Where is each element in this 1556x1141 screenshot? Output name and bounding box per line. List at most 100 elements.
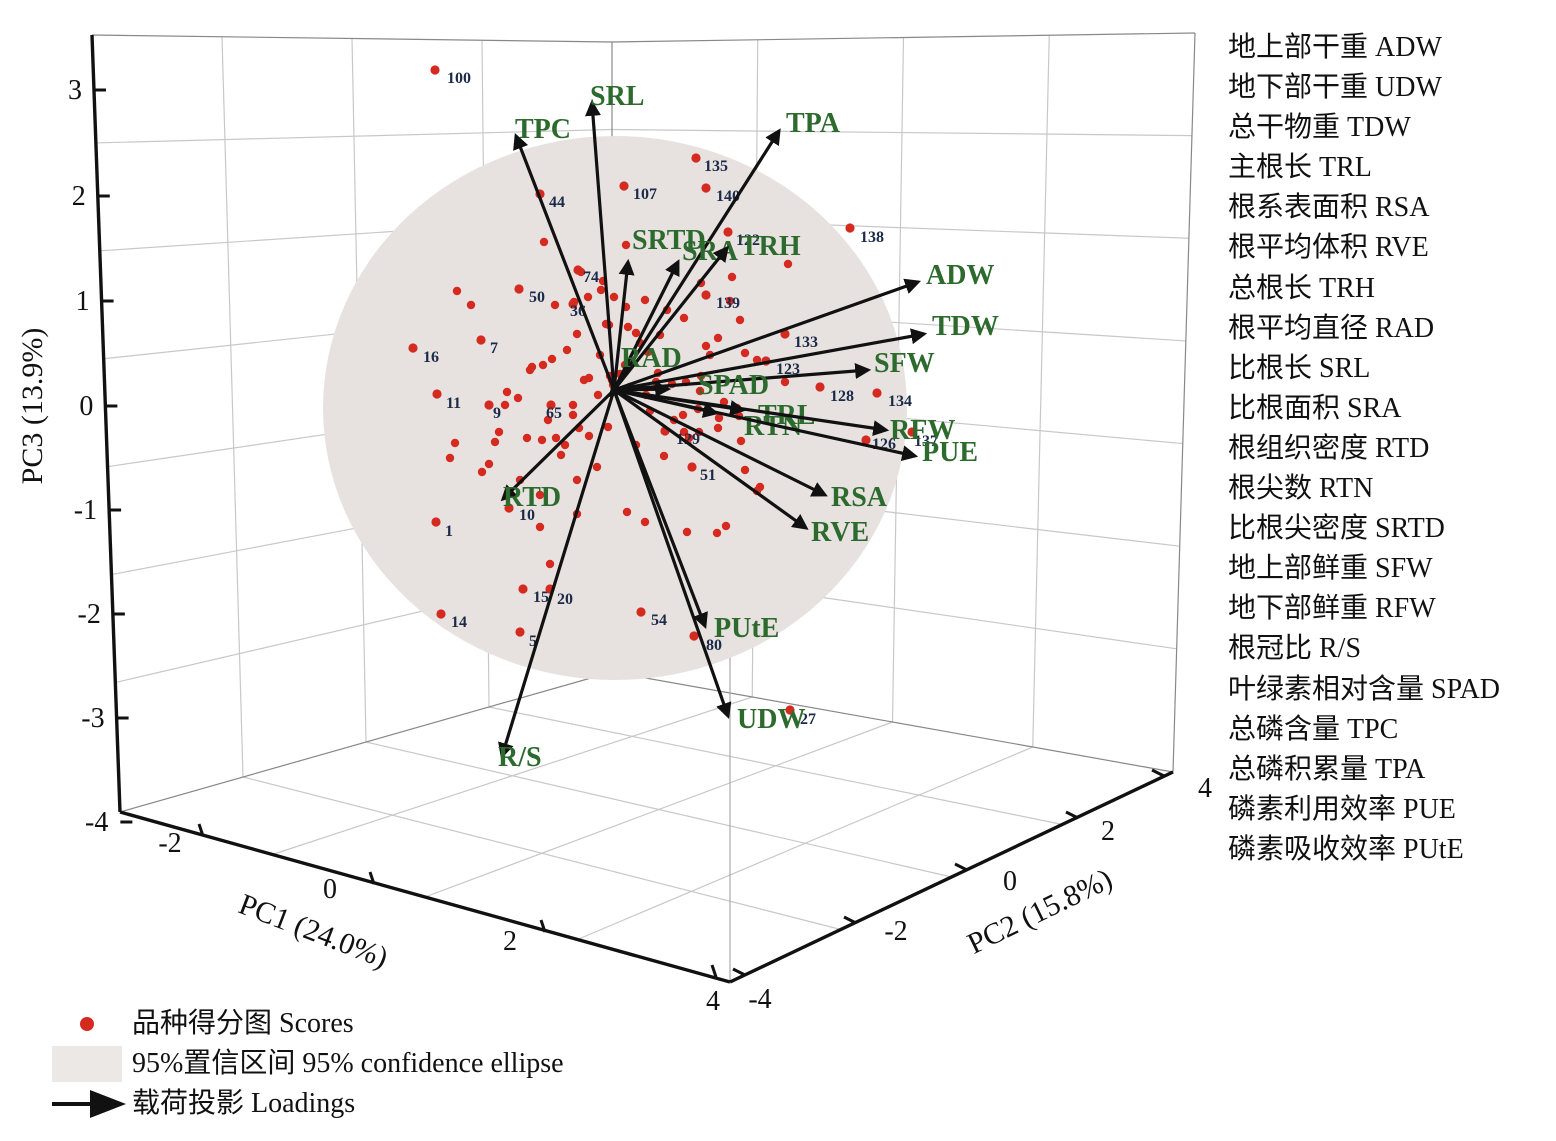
legend-item: 根系表面积 RSA: [1228, 192, 1430, 224]
loading-arrow: [612, 245, 729, 391]
loading-label: PUE: [922, 437, 978, 468]
score-label: 15: [533, 589, 549, 606]
score-point: [623, 322, 633, 332]
legend-item: 比根面积 SRA: [1228, 392, 1402, 424]
score-point: [592, 462, 602, 472]
loading-arrow: [513, 133, 616, 391]
loading-label: ADW: [926, 260, 994, 291]
score-point: [695, 386, 705, 396]
score-label: 20: [557, 591, 573, 608]
loading-label: TRH: [740, 231, 801, 262]
loading-arrow: [613, 388, 919, 462]
score-point: [593, 390, 603, 400]
legend-ellipse-label: 95%置信区间 95% confidence ellipse: [132, 1048, 564, 1079]
score-point: [535, 490, 545, 500]
z-tick-label: 3: [68, 75, 82, 106]
loading-label: RFW: [890, 415, 955, 446]
score-point: [712, 528, 722, 538]
legend-item: 总磷含量 TPC: [1228, 713, 1399, 745]
score-label: 139: [716, 295, 740, 312]
loading-arrow: [612, 389, 732, 720]
score-point: [727, 272, 737, 282]
legend-item: 比根长 SRL: [1228, 352, 1371, 384]
score-point: [725, 296, 735, 306]
loading-arrow: [613, 328, 928, 392]
z-axis-title: PC3 (13.9%): [16, 328, 49, 485]
z-tick-label: -3: [81, 703, 104, 734]
score-point: [783, 259, 793, 269]
score-point: [504, 503, 514, 513]
score-point: [515, 627, 525, 637]
score-label: 74: [583, 269, 599, 286]
loading-arrow: [613, 388, 890, 437]
score-point: [431, 517, 441, 527]
score-point: [691, 153, 701, 163]
loading-arrow: [612, 258, 635, 391]
score-point: [476, 335, 486, 345]
loading-label: PUtE: [714, 613, 779, 644]
score-point: [500, 400, 510, 410]
legend-item: 叶绿素相对含量 SPAD: [1228, 673, 1501, 705]
score-point: [701, 290, 711, 300]
loading-label: SFW: [874, 348, 935, 379]
y-tick-label: 0: [1003, 866, 1017, 897]
score-point: [550, 300, 560, 310]
score-dot-icon: [80, 1017, 94, 1031]
score-point: [514, 284, 524, 294]
score-point: [721, 521, 731, 531]
score-point: [490, 437, 500, 447]
score-point: [701, 341, 711, 351]
score-point: [562, 345, 572, 355]
legend-item: 地上部鲜重 SFW: [1228, 553, 1433, 585]
y-axis-title: PC2 (15.8%): [962, 862, 1117, 960]
y-tick-label: 2: [1101, 816, 1115, 847]
score-label: 27: [800, 711, 816, 728]
arrow-icon: [52, 1090, 126, 1118]
score-point: [907, 427, 917, 437]
loading-arrow: [500, 388, 616, 502]
y-tick: [954, 862, 968, 872]
score-label: 129: [676, 431, 700, 448]
score-label: 54: [651, 612, 667, 629]
score-point: [631, 328, 641, 338]
score-point: [845, 223, 855, 233]
x-tick-label: 0: [323, 874, 337, 905]
legend-item: 总干物重 TDW: [1228, 112, 1411, 144]
legend-item: 磷素利用效率 PUE: [1228, 793, 1456, 825]
legend-loadings-label: 载荷投影 Loadings: [132, 1088, 356, 1119]
score-point: [518, 584, 528, 594]
score-label: 7: [490, 340, 498, 357]
score-point: [502, 387, 512, 397]
score-point: [679, 313, 689, 323]
z-tick-label: -2: [78, 599, 101, 630]
score-point: [678, 410, 688, 420]
score-label: 100: [447, 70, 471, 87]
score-point: [560, 440, 570, 450]
loading-label: RSA: [831, 482, 888, 513]
score-point: [735, 315, 745, 325]
score-point: [785, 705, 795, 715]
score-point: [538, 360, 548, 370]
score-point: [484, 400, 494, 410]
x-tick-label: 2: [503, 926, 517, 957]
score-point: [584, 373, 594, 383]
score-point: [719, 397, 729, 407]
score-point: [535, 522, 545, 532]
score-label: 9: [493, 405, 501, 422]
score-point: [452, 286, 462, 296]
legend-item: 根冠比 R/S: [1228, 633, 1362, 665]
score-label: 137: [914, 433, 938, 450]
score-point: [682, 527, 692, 537]
score-point: [713, 423, 723, 433]
score-point: [596, 285, 606, 295]
score-point: [445, 453, 455, 463]
score-point: [684, 433, 694, 443]
score-point: [522, 433, 532, 443]
score-point: [687, 462, 697, 472]
loading-label: RVE: [811, 517, 869, 548]
x-axis-title: PC1 (24.0%): [234, 888, 392, 975]
score-label: 16: [423, 349, 439, 366]
y-tick: [1065, 810, 1079, 820]
score-label: 10: [519, 507, 535, 524]
score-point: [713, 333, 723, 343]
